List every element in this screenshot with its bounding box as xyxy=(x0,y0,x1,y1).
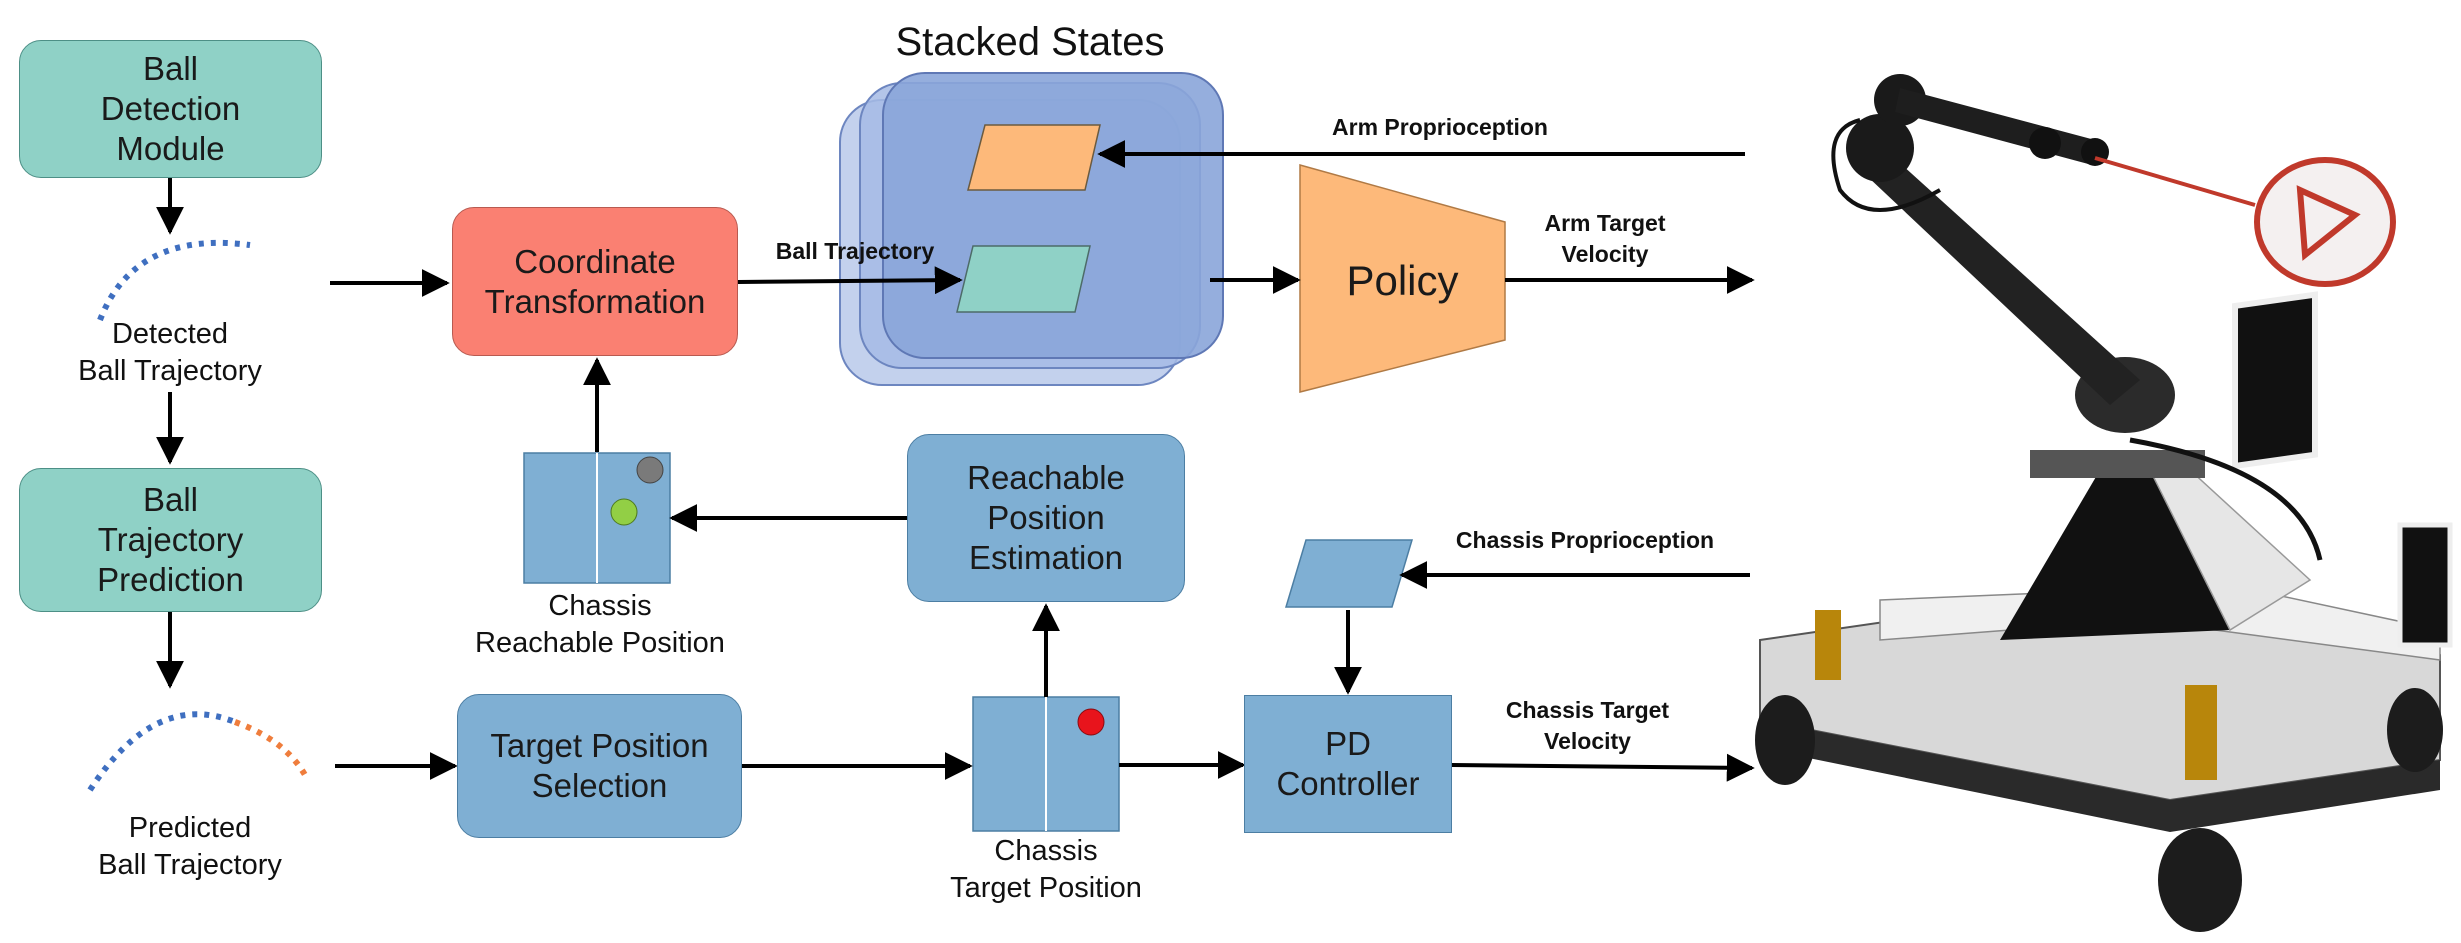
target-position-selection-block: Target Position Selection xyxy=(457,694,742,838)
robot-illustration xyxy=(1755,74,2453,932)
robot-turntable xyxy=(2030,450,2205,478)
detected-trajectory-curve xyxy=(97,239,251,322)
detected-trajectory-label: Detected Ball Trajectory xyxy=(78,318,262,387)
robot-upper-arm xyxy=(1850,145,2140,405)
chassis-target-label: Chassis Target Position xyxy=(950,835,1142,904)
robot-wheel-front xyxy=(2158,828,2242,932)
aruco-marker-side xyxy=(2397,522,2453,648)
coordinate-transformation-block: Coordinate Transformation xyxy=(452,207,738,356)
stacked-states-stack xyxy=(839,72,1224,386)
ball-trajectory-edge-label: Ball Trajectory xyxy=(775,238,935,264)
robot-wheel-right xyxy=(2387,688,2443,772)
robot-base-frame xyxy=(1760,720,2440,832)
stack-layer-front xyxy=(882,72,1224,359)
chassis-reachable-label: Chassis Reachable Position xyxy=(475,590,725,659)
chassis-proprioception-label: Chassis Proprioception xyxy=(1455,527,1715,553)
arrows xyxy=(156,140,1755,782)
arrow-transform-to-stack xyxy=(737,266,963,295)
chassis-state-parallelogram xyxy=(1284,539,1414,608)
robot-elbow-joint xyxy=(1846,114,1914,182)
arm-target-velocity-label: Arm Target Velocity xyxy=(1544,210,1666,267)
reachable-position-estimation-block: Reachable Position Estimation xyxy=(907,434,1185,602)
chassis-target-velocity-label: Chassis Target Velocity xyxy=(1505,697,1670,754)
arrow-pd-to-chassis-velocity xyxy=(1451,753,1755,782)
predicted-trajectory-label: Predicted Ball Trajectory xyxy=(98,812,282,881)
predicted-trajectory-curve-future xyxy=(233,719,308,777)
robot-motor-front xyxy=(2185,685,2217,780)
arm-state-parallelogram xyxy=(967,124,1101,191)
ball-state-parallelogram xyxy=(956,245,1091,313)
pd-controller-block: PD Controller xyxy=(1244,695,1452,833)
robot-pyramid xyxy=(2000,470,2230,640)
robot-cable-lower xyxy=(2129,437,2323,561)
aruco-marker-front xyxy=(2232,291,2318,470)
arm-proprioception-label: Arm Proprioception xyxy=(1332,114,1548,140)
racket-shaft xyxy=(2094,156,2256,207)
robot-wheel-left xyxy=(1755,695,1815,785)
robot-cable xyxy=(1831,118,1941,212)
ball-trajectory-prediction: Ball Trajectory Prediction xyxy=(19,468,322,612)
stacked-states-title: Stacked States xyxy=(895,20,1165,64)
ball-detection-module: Ball Detection Module xyxy=(19,40,322,178)
ball-red-marker xyxy=(1077,708,1105,736)
predicted-trajectory-curve-past xyxy=(87,711,237,792)
ball-gray-marker xyxy=(636,456,664,484)
ball-green-marker xyxy=(610,498,638,526)
policy-label: Policy xyxy=(1346,257,1459,304)
racket-logo xyxy=(2296,185,2361,261)
robot-motor-left xyxy=(1815,610,1841,680)
robot-forearm-joint-1 xyxy=(2029,127,2061,159)
robot-forearm xyxy=(1895,88,2095,165)
racket-head xyxy=(2254,157,2396,287)
policy-trapezoid xyxy=(1299,164,1506,393)
